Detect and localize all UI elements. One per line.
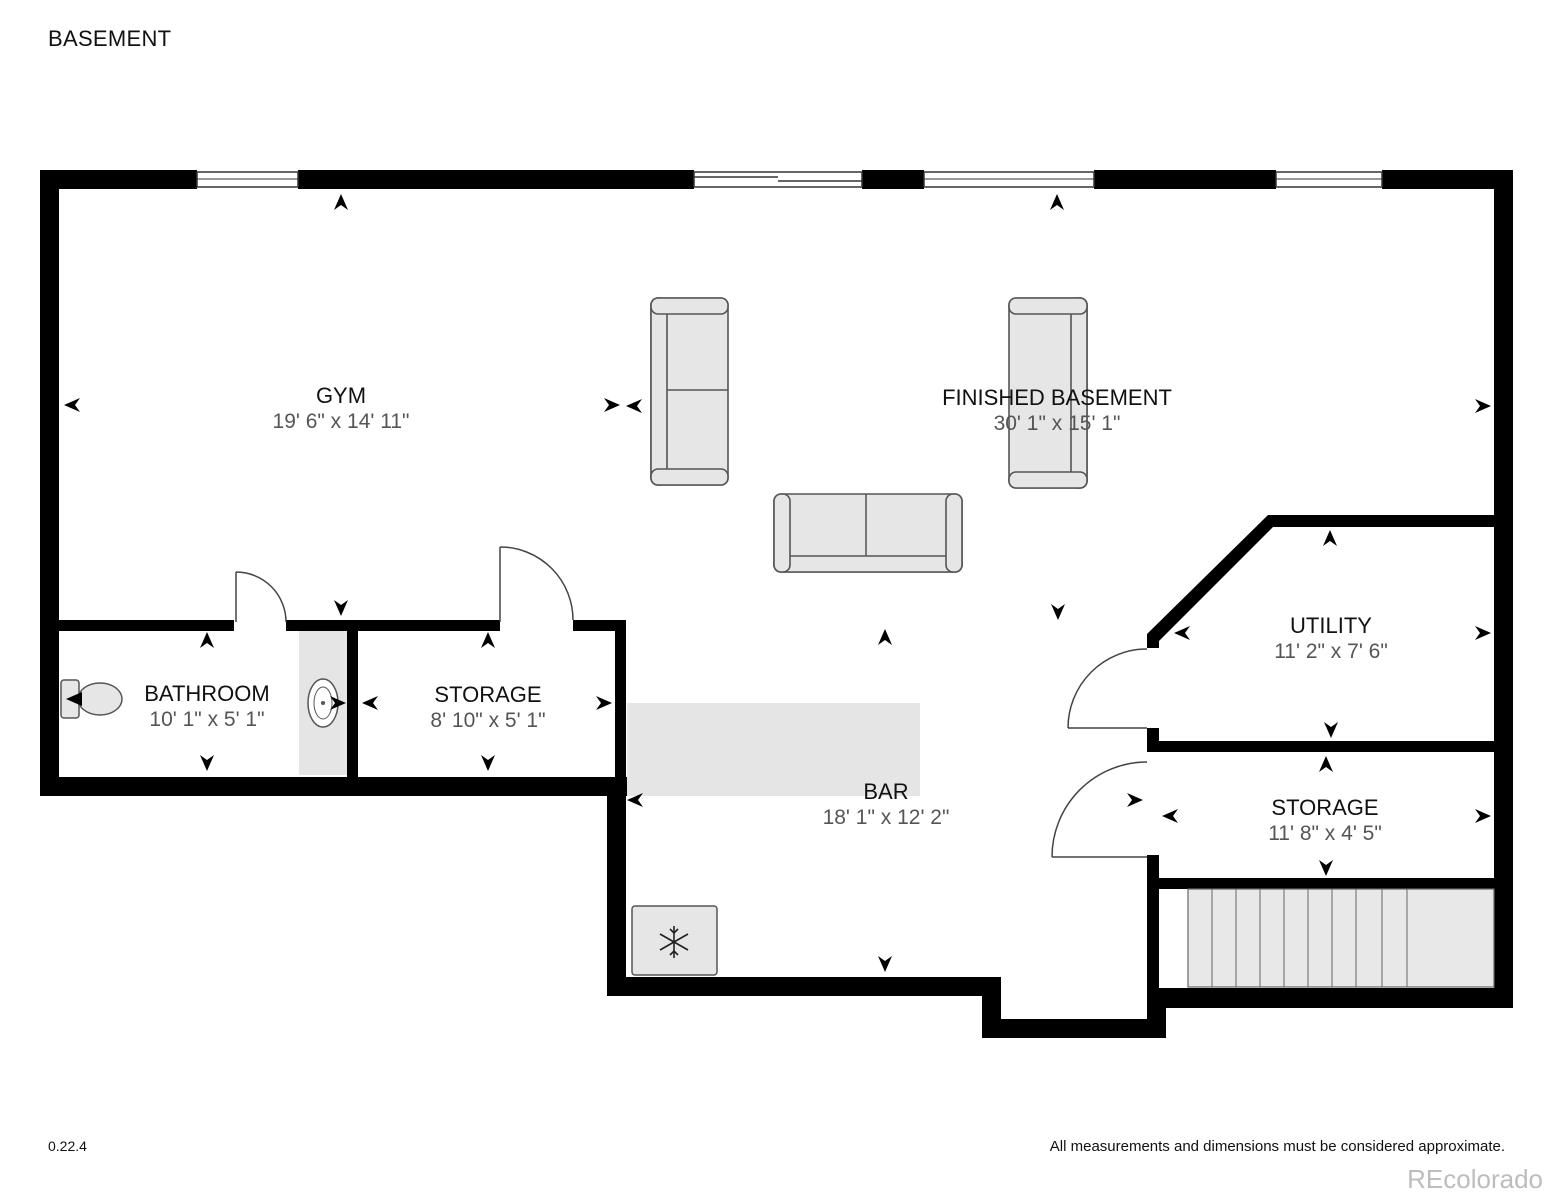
- disclaimer-text: All measurements and dimensions must be …: [1049, 1138, 1505, 1155]
- arrow-right: [1475, 809, 1491, 823]
- arrow-left: [626, 399, 642, 413]
- room-bathroom: BATHROOM 10' 1" x 5' 1": [144, 681, 269, 731]
- sofa-right: [1008, 297, 1088, 489]
- arrow-left: [627, 793, 643, 807]
- arrow-right: [1475, 626, 1491, 640]
- room-storage-right: STORAGE 11' 8" x 4' 5": [1268, 795, 1382, 845]
- room-name: FINISHED BASEMENT: [942, 385, 1172, 410]
- room-name: GYM: [316, 383, 366, 408]
- toilet-icon: [60, 679, 123, 719]
- version-label: 0.22.4: [48, 1138, 87, 1154]
- arrow-down: [1324, 722, 1338, 738]
- room-gym: GYM 19' 6" x 14' 11": [273, 383, 410, 433]
- room-finished-basement: FINISHED BASEMENT 30' 1" x 15' 1": [942, 385, 1172, 435]
- room-bar: BAR 18' 1" x 12' 2": [823, 779, 950, 829]
- arrow-down: [200, 755, 214, 771]
- arrow-right: [1475, 399, 1491, 413]
- arrow-up: [1323, 530, 1337, 546]
- arrow-down: [878, 956, 892, 972]
- sofa-center: [773, 493, 963, 573]
- windows: [196, 171, 1383, 188]
- arrow-left: [362, 696, 378, 710]
- arrow-left: [64, 398, 80, 412]
- arrow-up: [1050, 194, 1064, 210]
- arrow-left: [1174, 626, 1190, 640]
- arrow-down: [1319, 860, 1333, 876]
- arrow-right: [604, 398, 620, 412]
- room-dimensions: 8' 10" x 5' 1": [430, 709, 545, 732]
- outer-walls: [40, 170, 1513, 1038]
- room-name: BAR: [863, 779, 908, 804]
- watermark: REcolorado: [1407, 1164, 1543, 1194]
- arrow-right: [1127, 793, 1143, 807]
- dimension-arrows: [64, 194, 1491, 972]
- doors: [235, 546, 1148, 858]
- arrow-up: [878, 629, 892, 645]
- arrow-right: [330, 696, 346, 710]
- room-utility: UTILITY 11' 2" x 7' 6": [1274, 613, 1388, 663]
- arrow-up: [334, 194, 348, 210]
- room-dimensions: 11' 8" x 4' 5": [1268, 822, 1382, 845]
- room-storage-left: STORAGE 8' 10" x 5' 1": [430, 682, 545, 732]
- snowflake-icon: [631, 905, 718, 976]
- room-dimensions: 10' 1" x 5' 1": [149, 708, 264, 731]
- stairs: [1187, 888, 1495, 988]
- room-name: BATHROOM: [144, 681, 269, 706]
- arrow-up: [200, 632, 214, 648]
- arrow-left: [1162, 809, 1178, 823]
- arrow-up: [1319, 756, 1333, 772]
- room-dimensions: 18' 1" x 12' 2": [823, 806, 950, 829]
- sofa-left: [650, 297, 729, 486]
- room-name: UTILITY: [1290, 613, 1372, 638]
- room-dimensions: 11' 2" x 7' 6": [1274, 640, 1388, 663]
- interior-walls: [59, 515, 1500, 988]
- room-dimensions: 19' 6" x 14' 11": [273, 410, 410, 433]
- room-name: STORAGE: [434, 682, 541, 707]
- arrow-down: [1051, 604, 1065, 620]
- arrow-down: [481, 755, 495, 771]
- room-name: STORAGE: [1271, 795, 1378, 820]
- page-title: BASEMENT: [48, 26, 172, 51]
- arrow-up: [481, 632, 495, 648]
- bar-counter: [627, 703, 920, 796]
- arrow-down: [334, 600, 348, 616]
- room-dimensions: 30' 1" x 15' 1": [994, 412, 1121, 435]
- sink-icon: [307, 678, 339, 728]
- arrow-right: [596, 696, 612, 710]
